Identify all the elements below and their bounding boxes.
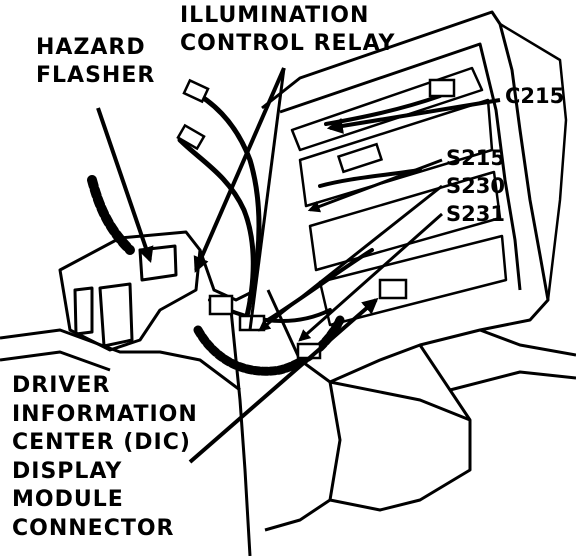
dic-connector-line-2: INFORMATION [12,401,198,427]
leader-s231 [298,212,443,342]
lower-dash-panel [0,230,241,392]
hazard-flasher-line-1: HAZARD [36,35,146,60]
hazard-flasher-line-2: FLASHER [36,63,156,89]
dic-connector-line-6: CONNECTOR [12,515,175,541]
splice-s215-label: S215 [446,146,505,170]
dic-connector-line-3: CENTER (DIC) [12,430,191,456]
callout-leaders [96,67,501,464]
illumination-relay-line-2: CONTROL RELAY [180,31,396,57]
dic-connector-line-1: DRIVER [12,373,111,398]
harness-connectors [176,78,456,360]
dic-connector-line-5: MODULE [12,487,124,513]
splice-s230-label: S230 [446,174,505,198]
leader-c215 [326,98,501,134]
hazard-flasher-label: HAZARD FLASHER [36,34,155,90]
leader-hazard-flasher [96,107,154,264]
leader-illumination-relay [193,67,286,273]
instrument-panel-frame [228,10,576,556]
leader-s230 [258,184,443,332]
leader-dic-connector [188,297,379,464]
splice-s231-label: S231 [446,202,505,226]
illumination-relay-label: ILLUMINATION CONTROL RELAY [180,2,395,58]
leader-s215 [307,158,443,213]
leader-illumination-relay-b [248,67,286,331]
illumination-relay-line-1: ILLUMINATION [180,3,370,28]
dic-connector-line-4: DISPLAY [12,458,123,484]
connector-c215-label: C215 [505,84,565,108]
dic-connector-label: DRIVER INFORMATION CENTER (DIC) DISPLAY … [12,372,198,544]
